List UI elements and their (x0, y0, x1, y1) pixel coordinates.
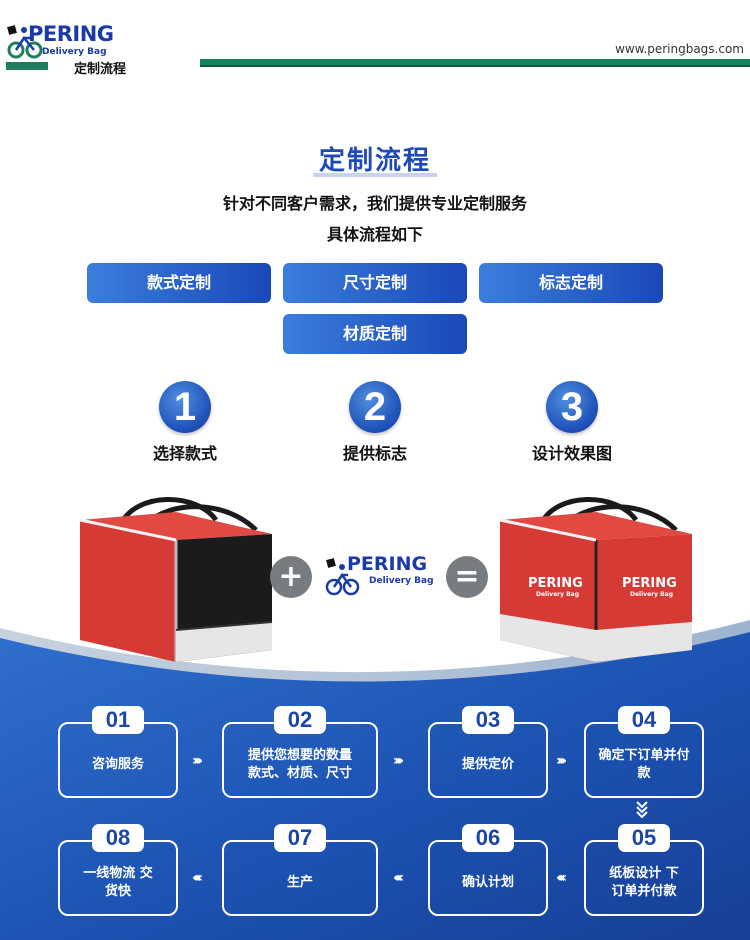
arrow-left-icon: ‹‹‹‹ (393, 870, 404, 886)
intro-line-1: 针对不同客户需求，我们提供专业定制服务 (222, 194, 527, 213)
option-size[interactable]: 尺寸定制 (283, 263, 467, 303)
bag-print-sub: Delivery Bag (630, 591, 674, 598)
plus-icon: + (270, 556, 312, 598)
cyclist-icon (7, 25, 43, 59)
step-1-label: 选择款式 (152, 444, 217, 463)
process-badge-04: 04 (618, 706, 670, 734)
process-step-text: 纸板设计 下订单并付款 (609, 866, 679, 899)
arrow-right-icon: ›››› (556, 753, 567, 769)
process-step-text: 确定下订单并付款 (598, 748, 690, 781)
arrow-left-icon: ‹‹‹‹ (556, 870, 567, 886)
bag-print-right: PERING Delivery Bag (612, 576, 677, 598)
site-url[interactable]: www.peringbags.com (615, 42, 744, 56)
brand-logo: PERING Delivery Bag 定制流程 (6, 22, 136, 78)
process-step-text: 提供定价 (461, 757, 514, 772)
arrow-right-icon: ›››› (192, 753, 203, 769)
cyclist-icon (325, 558, 360, 596)
plain-bag-image (79, 497, 273, 662)
branded-bag-image (499, 497, 692, 662)
logo-word: PERING (347, 553, 428, 575)
process-step-text: 确认计划 (461, 875, 514, 890)
header-divider (200, 59, 750, 67)
process-badge-02: 02 (274, 706, 326, 734)
option-style[interactable]: 款式定制 (87, 263, 271, 303)
logo-accent-bar (6, 62, 48, 70)
step-2-label: 提供标志 (342, 444, 407, 463)
arrow-down-icon (636, 801, 648, 818)
process-step-text: 生产 (286, 875, 313, 890)
option-logo[interactable]: 标志定制 (479, 263, 663, 303)
step-3-number: 3 (546, 381, 598, 433)
process-badge-05: 05 (618, 824, 670, 852)
logo-subtitle: Delivery Bag (42, 47, 107, 57)
arrow-right-icon: ›››› (393, 753, 404, 769)
process-background (0, 620, 750, 940)
equals-icon: = (446, 556, 488, 598)
logo-word: PERING (28, 22, 114, 46)
bag-print-sub: Delivery Bag (536, 591, 580, 598)
process-badge-06: 06 (462, 824, 514, 852)
option-material[interactable]: 材质定制 (283, 314, 467, 354)
step-3-label: 设计效果图 (531, 444, 612, 463)
bag-print-word: PERING (622, 576, 677, 591)
bag-print-word: PERING (528, 576, 583, 591)
brand-logo-center: PERING Delivery Bag (325, 553, 440, 605)
process-badge-03: 03 (462, 706, 514, 734)
process-step-02: 提供您想要的数量 款式、材质、尺寸 (222, 722, 378, 798)
process-badge-07: 07 (274, 824, 326, 852)
process-badge-08: 08 (92, 824, 144, 852)
process-step-text: 咨询服务 (91, 757, 144, 772)
process-step-text: 提供您想要的数量 款式、材质、尺寸 (247, 748, 352, 781)
step-1-number: 1 (159, 381, 211, 433)
page-title: 定制流程 (318, 146, 431, 176)
title-underline (313, 173, 437, 177)
logo-caption: 定制流程 (74, 62, 127, 77)
step-2-number: 2 (349, 381, 401, 433)
process-badge-01: 01 (92, 706, 144, 734)
arrow-left-icon: ‹‹‹‹ (192, 870, 203, 886)
logo-subtitle: Delivery Bag (369, 576, 434, 586)
intro-line-2: 具体流程如下 (326, 225, 423, 244)
bag-print-left: PERING Delivery Bag (518, 576, 583, 598)
process-step-text: 一线物流 交货快 (83, 866, 153, 899)
